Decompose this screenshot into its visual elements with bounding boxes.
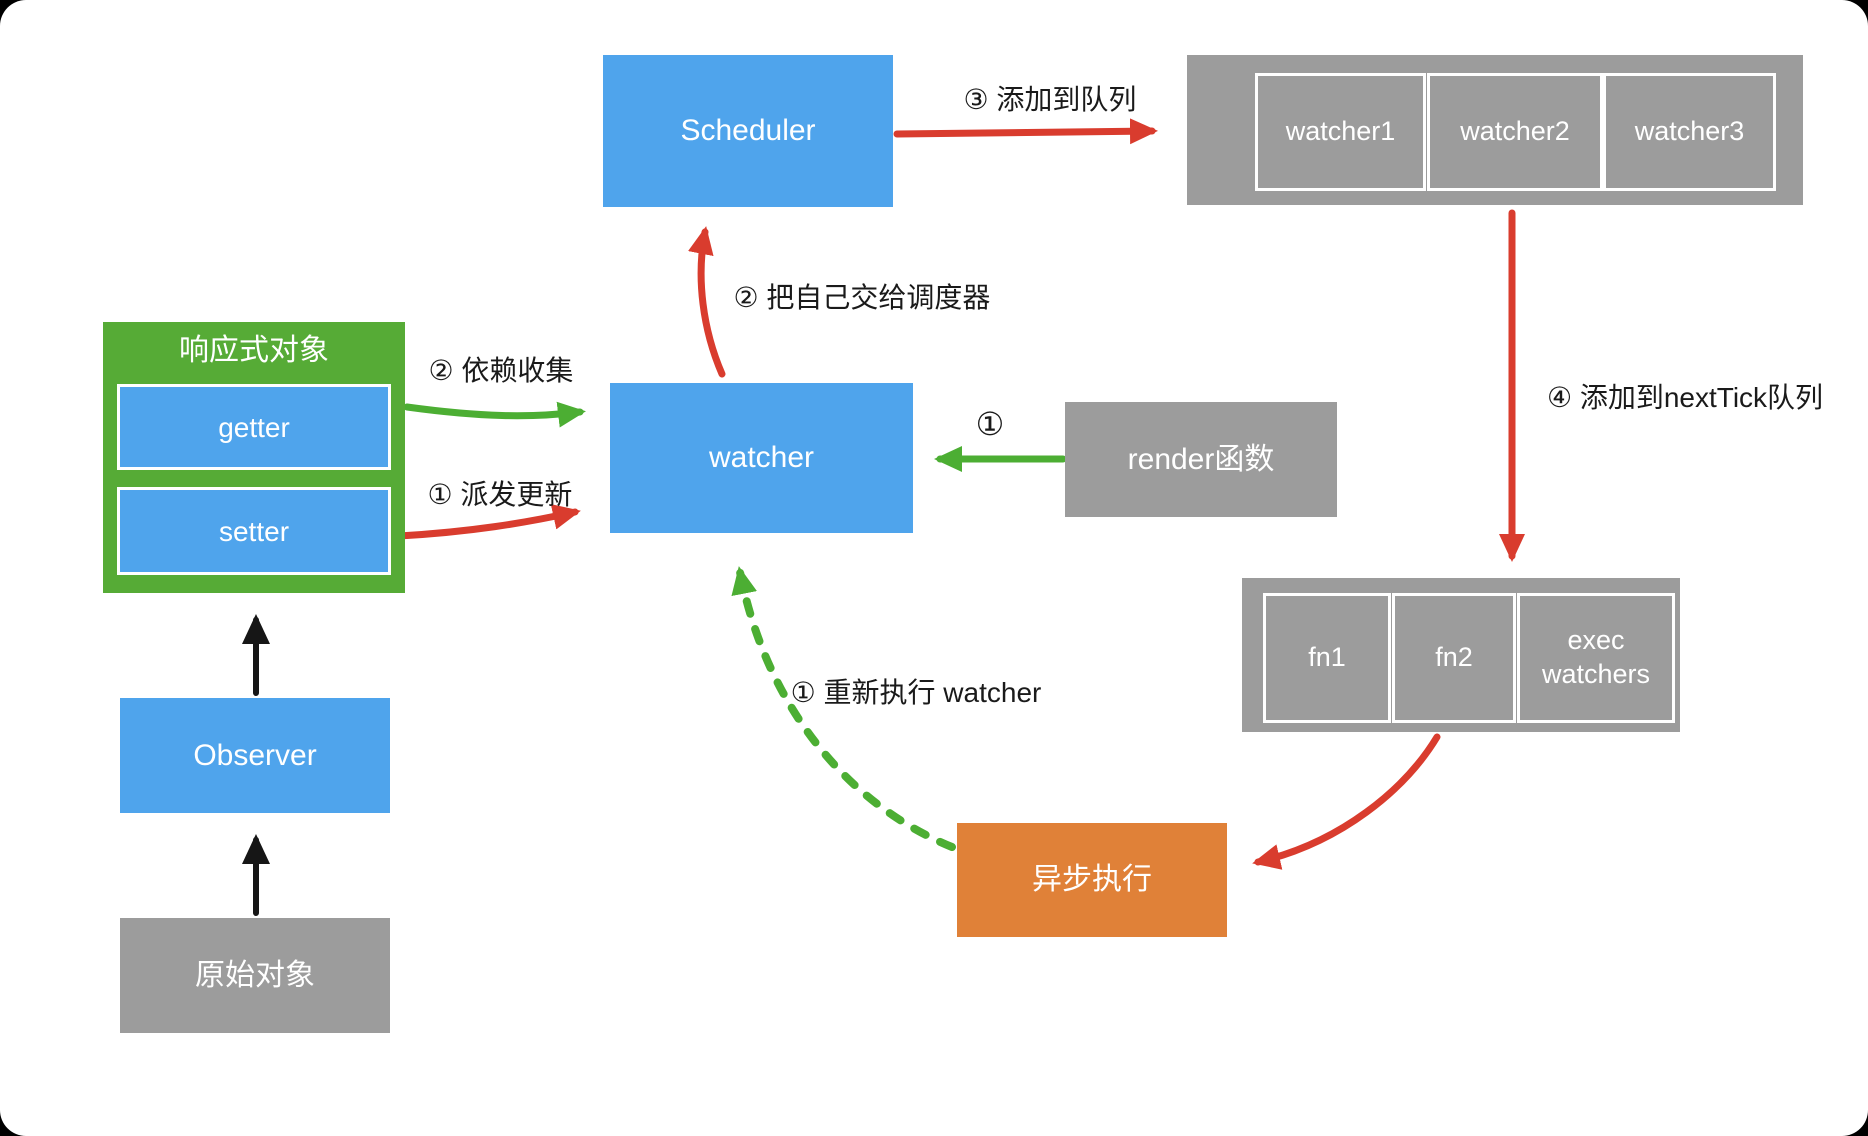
scheduler-label: Scheduler [680,114,816,148]
queue-item-watcher2: watcher2 [1427,73,1603,191]
label-step-one: ① [975,406,1005,442]
async-exec-label: 异步执行 [1032,863,1152,897]
getter-box: getter [117,384,391,470]
nexttick-item-exec-watchers: exec watchers [1517,593,1675,723]
label-add-to-queue: ③ 添加到队列 [963,84,1137,115]
setter-label: setter [218,515,290,547]
watcher-label: watcher [708,441,815,475]
queue-item-watcher3: watcher3 [1603,73,1776,191]
label-rerun-watcher: ① 重新执行 watcher [790,677,1042,708]
arrow-watcher-to-scheduler [688,226,726,378]
observer-label: Observer [193,738,317,772]
queue-item-label: watcher3 [1634,116,1745,147]
setter-box: setter [117,487,391,575]
render-fn-box: render函数 [1065,402,1337,517]
arrow-nexttick-to-async [1252,733,1441,870]
watcher-box: watcher [610,383,913,533]
observer-box: Observer [120,698,390,813]
raw-object-label: 原始对象 [195,958,315,992]
arrow-getter-to-watcher [403,401,586,428]
nexttick-item-fn2: fn2 [1392,593,1516,723]
queue-item-label: watcher1 [1285,116,1396,147]
render-fn-label: render函数 [1127,442,1275,476]
queue-item-label: watcher2 [1460,116,1570,147]
label-dep-collect: ② 依赖收集 [428,355,574,386]
nexttick-item-label: fn2 [1435,642,1473,673]
reactive-object-title: 响应式对象 [179,334,329,367]
reactive-object-box: 响应式对象 getter setter [103,322,405,593]
nexttick-queue-box: fn1 fn2 exec watchers [1242,578,1680,732]
nexttick-item-label: exec watchers [1541,625,1651,689]
watcher-queue-box: watcher1 watcher2 watcher3 [1187,55,1803,205]
label-dispatch-update: ① 派发更新 [427,479,573,510]
arrow-scheduler-to-queue [893,118,1158,145]
queue-item-watcher1: watcher1 [1255,73,1426,191]
getter-label: getter [218,411,290,443]
label-add-to-nexttick: ④ 添加到nextTick队列 [1546,382,1824,413]
raw-object-box: 原始对象 [120,918,390,1033]
arrow-setter-to-watcher [395,504,581,540]
nexttick-item-label: fn1 [1308,642,1346,673]
scheduler-box: Scheduler [603,55,893,207]
async-exec-box: 异步执行 [957,823,1227,937]
nexttick-item-fn1: fn1 [1263,593,1391,723]
label-hand-to-scheduler: ② 把自己交给调度器 [733,282,991,313]
